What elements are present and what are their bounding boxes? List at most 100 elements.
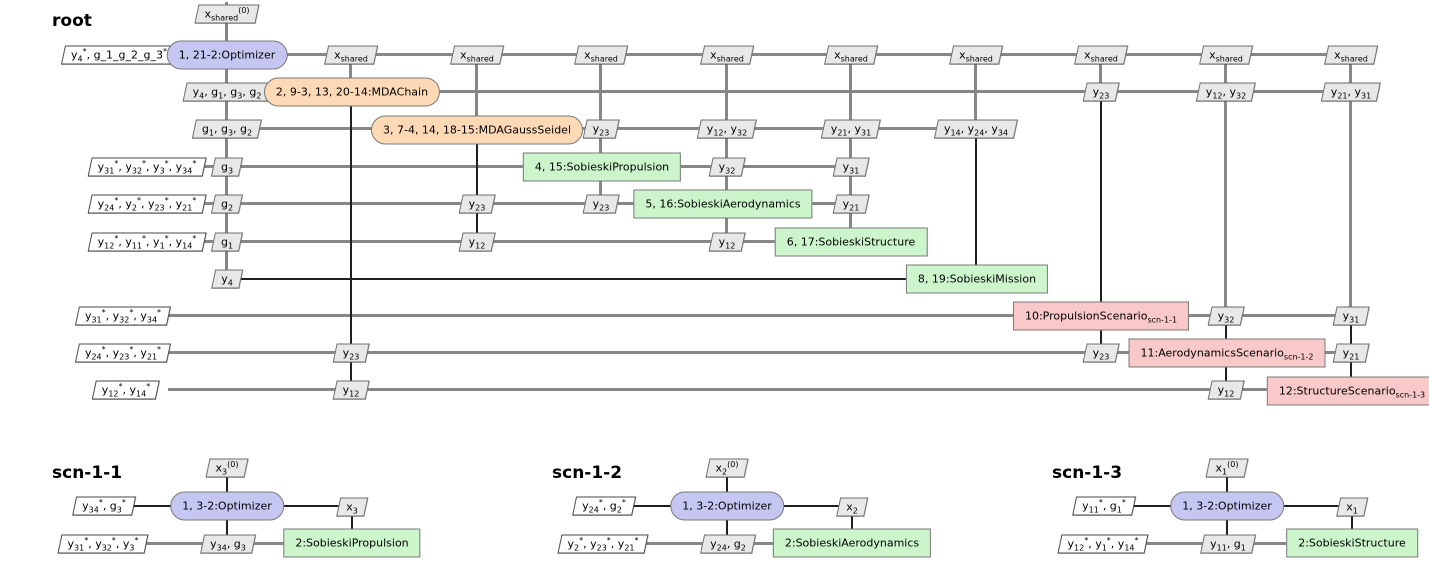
data-node-y32: y32 [1207, 306, 1245, 326]
data-node-g1: g1 [210, 232, 244, 252]
data-node-x1: x1 [1336, 497, 1368, 517]
data-node-y23: y23 [332, 343, 370, 363]
process-line [975, 129, 977, 279]
data-node-y21-y31: y21, y31 [1320, 82, 1382, 102]
data-node-y4: y4 [211, 269, 243, 289]
data-node-x1-init: x1(0) [1205, 458, 1249, 478]
data-node-g2: g2 [210, 194, 244, 214]
data-flow-line [168, 388, 1352, 391]
data-node-y23: y23 [458, 194, 496, 214]
data-node-x-shared: xshared [450, 45, 504, 65]
data-node-x-shared: xshared [574, 45, 628, 65]
data-flow-line [190, 202, 852, 205]
data-node-y24-g2: y24, g2 [700, 534, 756, 554]
scn13-optimizer-block: 1, 3-2:Optimizer [1170, 491, 1284, 521]
data-node-x-shared: xshared [1199, 45, 1253, 65]
data-flow-line [1099, 56, 1102, 94]
data-node-x-shared: xshared [1324, 45, 1378, 65]
scn-1-1-title: scn-1-1 [52, 463, 123, 483]
data-flow-line [725, 56, 728, 243]
process-line [350, 92, 352, 390]
data-node-x-shared-init: xshared(0) [194, 4, 260, 24]
output-scn11-optimizer: y34*, g3* [72, 496, 136, 516]
scn12-optimizer-block: 1, 3-2:Optimizer [670, 491, 784, 521]
data-node-design-vars: y4, g1, g3, g2 [182, 82, 272, 102]
mda-chain-block: 2, 9-3, 13, 20-14:MDAChain [263, 77, 441, 107]
output-propulsion-scenario: y31*, y32*, y34* [74, 306, 172, 326]
data-flow-line [167, 314, 1352, 317]
output-scn12-discipline: y2*, y23*, y21* [557, 534, 649, 554]
data-node-y23: y23 [1082, 343, 1120, 363]
data-node-g3: g3 [210, 157, 244, 177]
data-node-y12: y12 [332, 380, 370, 400]
data-node-y21: y21 [1332, 343, 1370, 363]
sobieski-mission-block: 8, 19:SobieskiMission [905, 264, 1049, 294]
sobieski-structure-block: 6, 17:SobieskiStructure [774, 227, 928, 257]
data-flow-line [165, 351, 1352, 354]
mda-gauss-seidel-block: 3, 7-4, 14, 18-15:MDAGaussSeidel [370, 115, 584, 145]
output-structure: y12*, y11*, y1*, y14* [87, 232, 207, 252]
data-node-y31: y31 [1332, 306, 1370, 326]
scn13-structure-block: 2:SobieskiStructure [1286, 528, 1418, 558]
data-node-x-shared: xshared [824, 45, 878, 65]
scn-1-2-title: scn-1-2 [552, 463, 623, 483]
scn11-propulsion-block: 2:SobieskiPropulsion [283, 528, 421, 558]
process-line [1351, 507, 1353, 544]
output-scn11-discipline: y31*, y32*, y3* [57, 534, 149, 554]
scn11-optimizer-block: 1, 3-2:Optimizer [170, 491, 284, 521]
output-optimizer: y4*, g_1_g_2_g_3* [60, 45, 178, 65]
data-node-y23: y23 [582, 119, 620, 139]
data-node-y32: y32 [708, 157, 746, 177]
output-aerodynamics-scenario: y24*, y23*, y21* [74, 343, 172, 363]
data-node-y12-y32: y12, y32 [1195, 82, 1257, 102]
data-node-x2: x2 [836, 497, 868, 517]
output-structure-scenario: y12*, y14* [91, 380, 161, 400]
data-node-x-shared: xshared [324, 45, 378, 65]
aerodynamics-scenario-block: 11:AerodynamicsScenarioscn-1-2 [1128, 338, 1326, 368]
data-node-y12-y32: y12, y32 [696, 119, 758, 139]
data-flow-line [349, 56, 352, 94]
data-node-y23: y23 [1082, 82, 1120, 102]
data-flow-line [849, 56, 852, 243]
data-node-y11-g1: y11, g1 [1200, 534, 1256, 554]
output-propulsion: y31*, y32*, y3*, y34* [87, 157, 207, 177]
data-node-y12: y12 [708, 232, 746, 252]
structure-scenario-block: 12:StructureScenarioscn-1-3 [1266, 376, 1429, 406]
data-node-constraints: g1, g3, g2 [191, 119, 263, 139]
data-node-y12: y12 [458, 232, 496, 252]
scn-1-3-title: scn-1-3 [1052, 463, 1123, 483]
data-flow-line [1224, 56, 1227, 317]
data-node-x2-init: x2(0) [705, 458, 749, 478]
output-aerodynamics: y24*, y2*, y23*, y21* [87, 194, 207, 214]
data-flow-line [192, 240, 852, 243]
scn12-aerodynamics-block: 2:SobieskiAerodynamics [772, 528, 932, 558]
data-node-y21: y21 [832, 194, 870, 214]
process-line [476, 129, 478, 242]
output-scn13-discipline: y12*, y1*, y14* [1057, 534, 1149, 554]
output-scn13-optimizer: y11*, g1* [1072, 496, 1136, 516]
data-node-x-shared: xshared [949, 45, 1003, 65]
output-scn12-optimizer: y24*, g2* [572, 496, 636, 516]
data-node-x-shared: xshared [1074, 45, 1128, 65]
data-node-y31: y31 [832, 157, 870, 177]
optimizer-block: 1, 21-2:Optimizer [166, 40, 288, 70]
data-flow-line [252, 90, 1352, 93]
data-flow-line [475, 56, 478, 131]
data-flow-line [974, 56, 977, 131]
data-flow-line [1349, 56, 1352, 317]
data-node-y23: y23 [582, 194, 620, 214]
data-node-y21-y31: y21, y31 [820, 119, 882, 139]
process-line [351, 507, 353, 544]
sobieski-propulsion-block: 4, 15:SobieskiPropulsion [522, 152, 682, 182]
sobieski-aerodynamics-block: 5, 16:SobieskiAerodynamics [633, 189, 813, 219]
process-line [851, 507, 853, 544]
data-flow-line [186, 165, 852, 168]
process-line [228, 278, 977, 280]
data-flow-line [170, 53, 1352, 56]
data-node-x-shared: xshared [700, 45, 754, 65]
data-node-x3-init: x3(0) [205, 458, 249, 478]
data-node-x3: x3 [336, 497, 368, 517]
root-section-title: root [52, 11, 92, 31]
data-node-y14-y24-y34: y14, y24, y34 [933, 119, 1019, 139]
